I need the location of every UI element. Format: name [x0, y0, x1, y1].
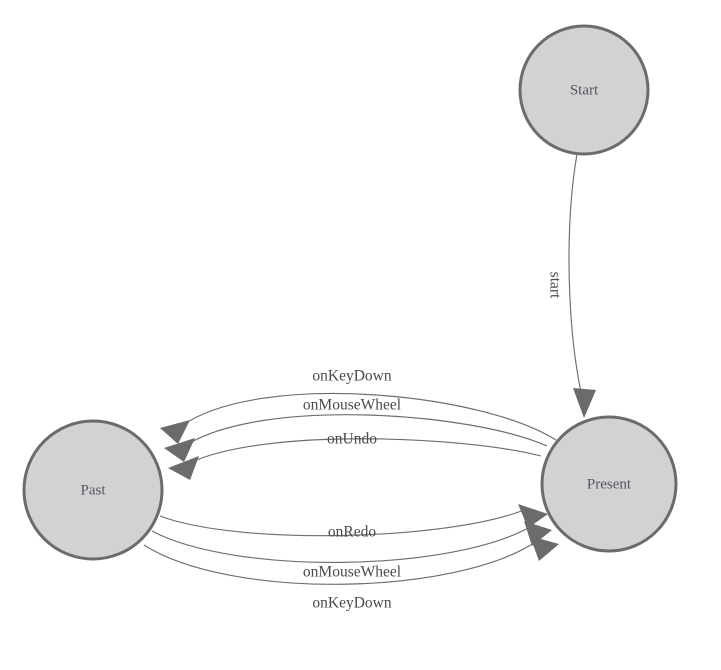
node-start[interactable]: Start — [518, 24, 650, 156]
edge-past-to-present-onmousewheel-label: onMouseWheel — [303, 564, 401, 581]
edge-present-to-past-onkeydown-path — [182, 392, 557, 441]
edge-present-to-past-onkeydown[interactable]: onKeyDown — [160, 368, 557, 444]
edge-present-to-past-onmousewheel[interactable]: onMouseWheel — [164, 397, 548, 462]
edge-present-to-past-onundo-arrowhead — [168, 456, 199, 480]
edge-present-to-past-onkeydown-label: onKeyDown — [312, 368, 391, 385]
node-past-circle — [22, 419, 164, 561]
edge-past-to-present-onkeydown[interactable]: onKeyDown — [143, 536, 559, 612]
edge-present-to-past-onmousewheel-label: onMouseWheel — [303, 397, 401, 414]
edge-past-to-present-onkeydown-path — [143, 540, 538, 585]
edge-present-to-past-onkeydown-arrowhead — [160, 420, 190, 444]
edge-past-to-present-onredo-label: onRedo — [328, 524, 376, 541]
edge-present-to-past-onmousewheel-path — [187, 414, 548, 447]
node-present-label: Present — [587, 476, 632, 492]
node-past[interactable]: Past — [22, 419, 164, 561]
node-start-label: Start — [570, 82, 599, 98]
edge-present-to-past-onmousewheel-arrowhead — [164, 438, 195, 462]
node-present-circle — [540, 415, 678, 553]
edge-past-to-present-onredo[interactable]: onRedo — [159, 504, 548, 541]
edge-present-to-past-onundo-label: onUndo — [327, 431, 377, 448]
edge-start-to-present-arrowhead — [573, 388, 596, 418]
edge-start-to-present-path — [568, 153, 582, 393]
node-start-circle — [518, 24, 650, 156]
edge-start-to-present[interactable]: start — [546, 153, 596, 418]
edge-past-to-present-onkeydown-label: onKeyDown — [312, 595, 391, 612]
edge-present-to-past-onundo[interactable]: onUndo — [168, 431, 542, 480]
node-past-label: Past — [80, 482, 106, 498]
node-present[interactable]: Present — [540, 415, 678, 553]
edge-past-to-present-onmousewheel-arrowhead — [524, 521, 552, 546]
edge-start-to-present-label: start — [546, 272, 563, 299]
edge-past-to-present-onmousewheel-path — [151, 526, 531, 563]
edge-past-to-present-onkeydown-arrowhead — [530, 536, 559, 561]
edge-present-to-past-onundo-path — [191, 438, 542, 463]
edge-past-to-present-onredo-path — [159, 509, 525, 537]
edge-past-to-present-onmousewheel[interactable]: onMouseWheel — [151, 521, 552, 581]
